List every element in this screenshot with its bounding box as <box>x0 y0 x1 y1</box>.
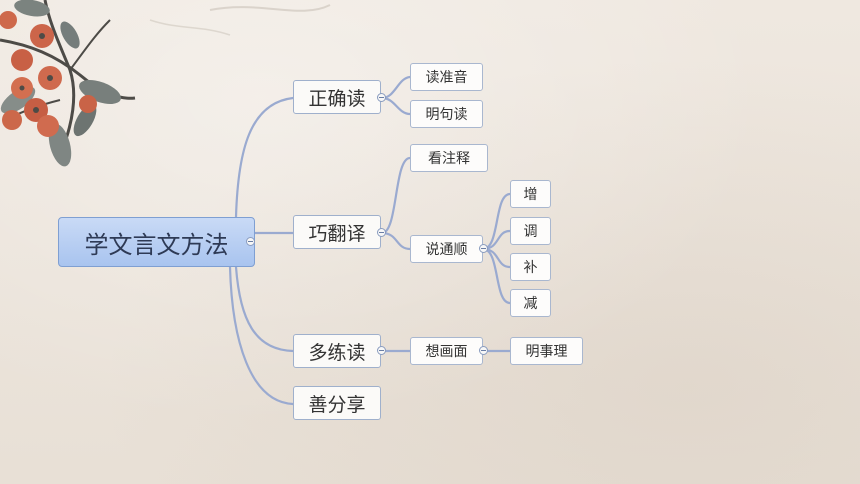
root-label: 学文言文方法 <box>84 230 229 259</box>
connector-shuotongshun-bu <box>481 247 512 269</box>
subnode-duzhunyin[interactable]: 读准音 <box>410 63 483 91</box>
branch-node-duolian[interactable]: 多练读 <box>293 334 381 368</box>
subnode-label: 想画面 <box>425 344 468 360</box>
subnode-label: 明句读 <box>425 107 468 123</box>
connector-root-shanfenxiang <box>228 265 295 406</box>
leaf-node-bu[interactable]: 补 <box>510 253 551 281</box>
subnode-label: 说通顺 <box>425 242 468 258</box>
connector-root-duolian <box>234 265 295 353</box>
connector-qiaofanyi-shuotongshun <box>380 231 412 251</box>
collapse-toggle-icon[interactable] <box>246 237 255 246</box>
leaf-label: 增 <box>523 187 538 203</box>
leaf-node-tiao[interactable]: 调 <box>510 217 551 245</box>
subnode-label: 看注释 <box>428 151 470 167</box>
branch-node-qiaofanyi[interactable]: 巧翻译 <box>293 215 381 249</box>
subnode-shuotongshun[interactable]: 说通顺 <box>410 235 483 263</box>
branch-label: 善分享 <box>308 393 366 416</box>
leaf-node-zeng[interactable]: 增 <box>510 180 551 208</box>
leaf-node-mingshili[interactable]: 明事理 <box>510 337 583 365</box>
branch-label: 正确读 <box>308 87 366 110</box>
branch-label: 巧翻译 <box>308 222 366 245</box>
branch-node-shanfenxiang[interactable]: 善分享 <box>293 386 381 420</box>
leaf-label: 补 <box>523 260 538 276</box>
connector-zhengquedu-children <box>380 75 412 116</box>
subnode-xianghuamian[interactable]: 想画面 <box>410 337 483 365</box>
subnode-mingjudou[interactable]: 明句读 <box>410 100 483 128</box>
connector-qiaofanyi-kanzhushi <box>380 156 412 235</box>
collapse-toggle-icon[interactable] <box>479 244 488 253</box>
collapse-toggle-icon[interactable] <box>377 93 386 102</box>
leaf-node-jian[interactable]: 减 <box>510 289 551 317</box>
collapse-toggle-icon[interactable] <box>479 346 488 355</box>
branch-node-zhengquedu[interactable]: 正确读 <box>293 80 381 114</box>
leaf-label: 明事理 <box>525 344 568 360</box>
connector-root-zhengquedu <box>234 96 295 219</box>
leaf-label: 减 <box>523 296 538 312</box>
leaf-label: 调 <box>523 224 538 240</box>
branch-label: 多练读 <box>308 341 366 364</box>
collapse-toggle-icon[interactable] <box>377 346 386 355</box>
collapse-toggle-icon[interactable] <box>377 228 386 237</box>
subnode-label: 读准音 <box>425 70 468 86</box>
subnode-kanzhushi[interactable]: 看注释 <box>410 144 488 172</box>
root-node[interactable]: 学文言文方法 <box>58 217 255 267</box>
